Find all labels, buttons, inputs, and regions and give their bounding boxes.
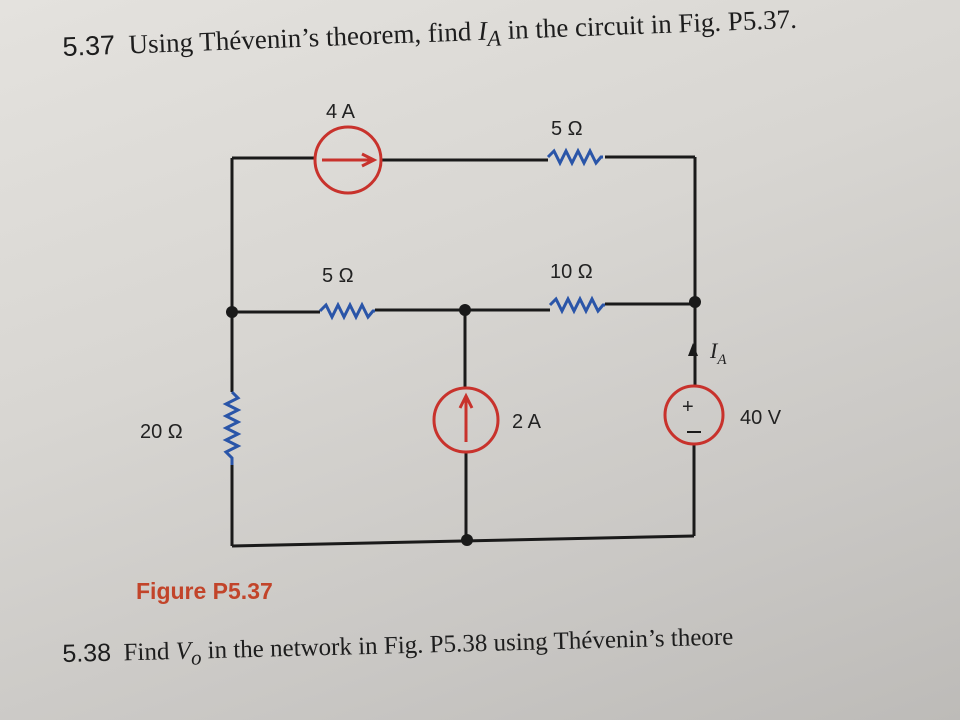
- node: [459, 304, 471, 316]
- problem-number: 5.38: [62, 638, 112, 668]
- current-source-4a: [313, 125, 383, 195]
- label-ia: IA: [709, 338, 727, 368]
- label-40v: 40 V: [740, 407, 782, 429]
- problem-text: Find: [123, 638, 176, 667]
- voltage-source-40v: [663, 384, 725, 446]
- node: [689, 296, 701, 308]
- resistor-left: [222, 390, 242, 465]
- label-4a: 4 A: [326, 101, 356, 123]
- wire-right: [692, 157, 697, 536]
- label-resistor-top: 5 Ω: [551, 118, 583, 140]
- label-resistor-middle-left: 5 Ω: [322, 265, 354, 287]
- resistor-middle-left: [318, 301, 375, 321]
- variable: V: [175, 637, 192, 666]
- label-resistor-left: 20 Ω: [140, 421, 183, 443]
- arrow-up-icon: [458, 392, 474, 442]
- wire-center: [463, 310, 468, 540]
- node: [226, 306, 238, 318]
- current-arrow-icon: [688, 343, 698, 356]
- plus-sign: +: [682, 396, 694, 418]
- resistor-top: [546, 147, 603, 167]
- wire-top: [232, 155, 695, 162]
- variable-sub: o: [190, 645, 202, 670]
- figure-caption: Figure P5.37: [136, 578, 273, 604]
- resistor-middle-right: [548, 295, 605, 315]
- node: [461, 534, 473, 546]
- label-resistor-middle-right: 10 Ω: [550, 261, 593, 283]
- label-2a: 2 A: [512, 411, 542, 433]
- current-source-2a: [432, 386, 500, 454]
- arrow-right-icon: [322, 152, 378, 168]
